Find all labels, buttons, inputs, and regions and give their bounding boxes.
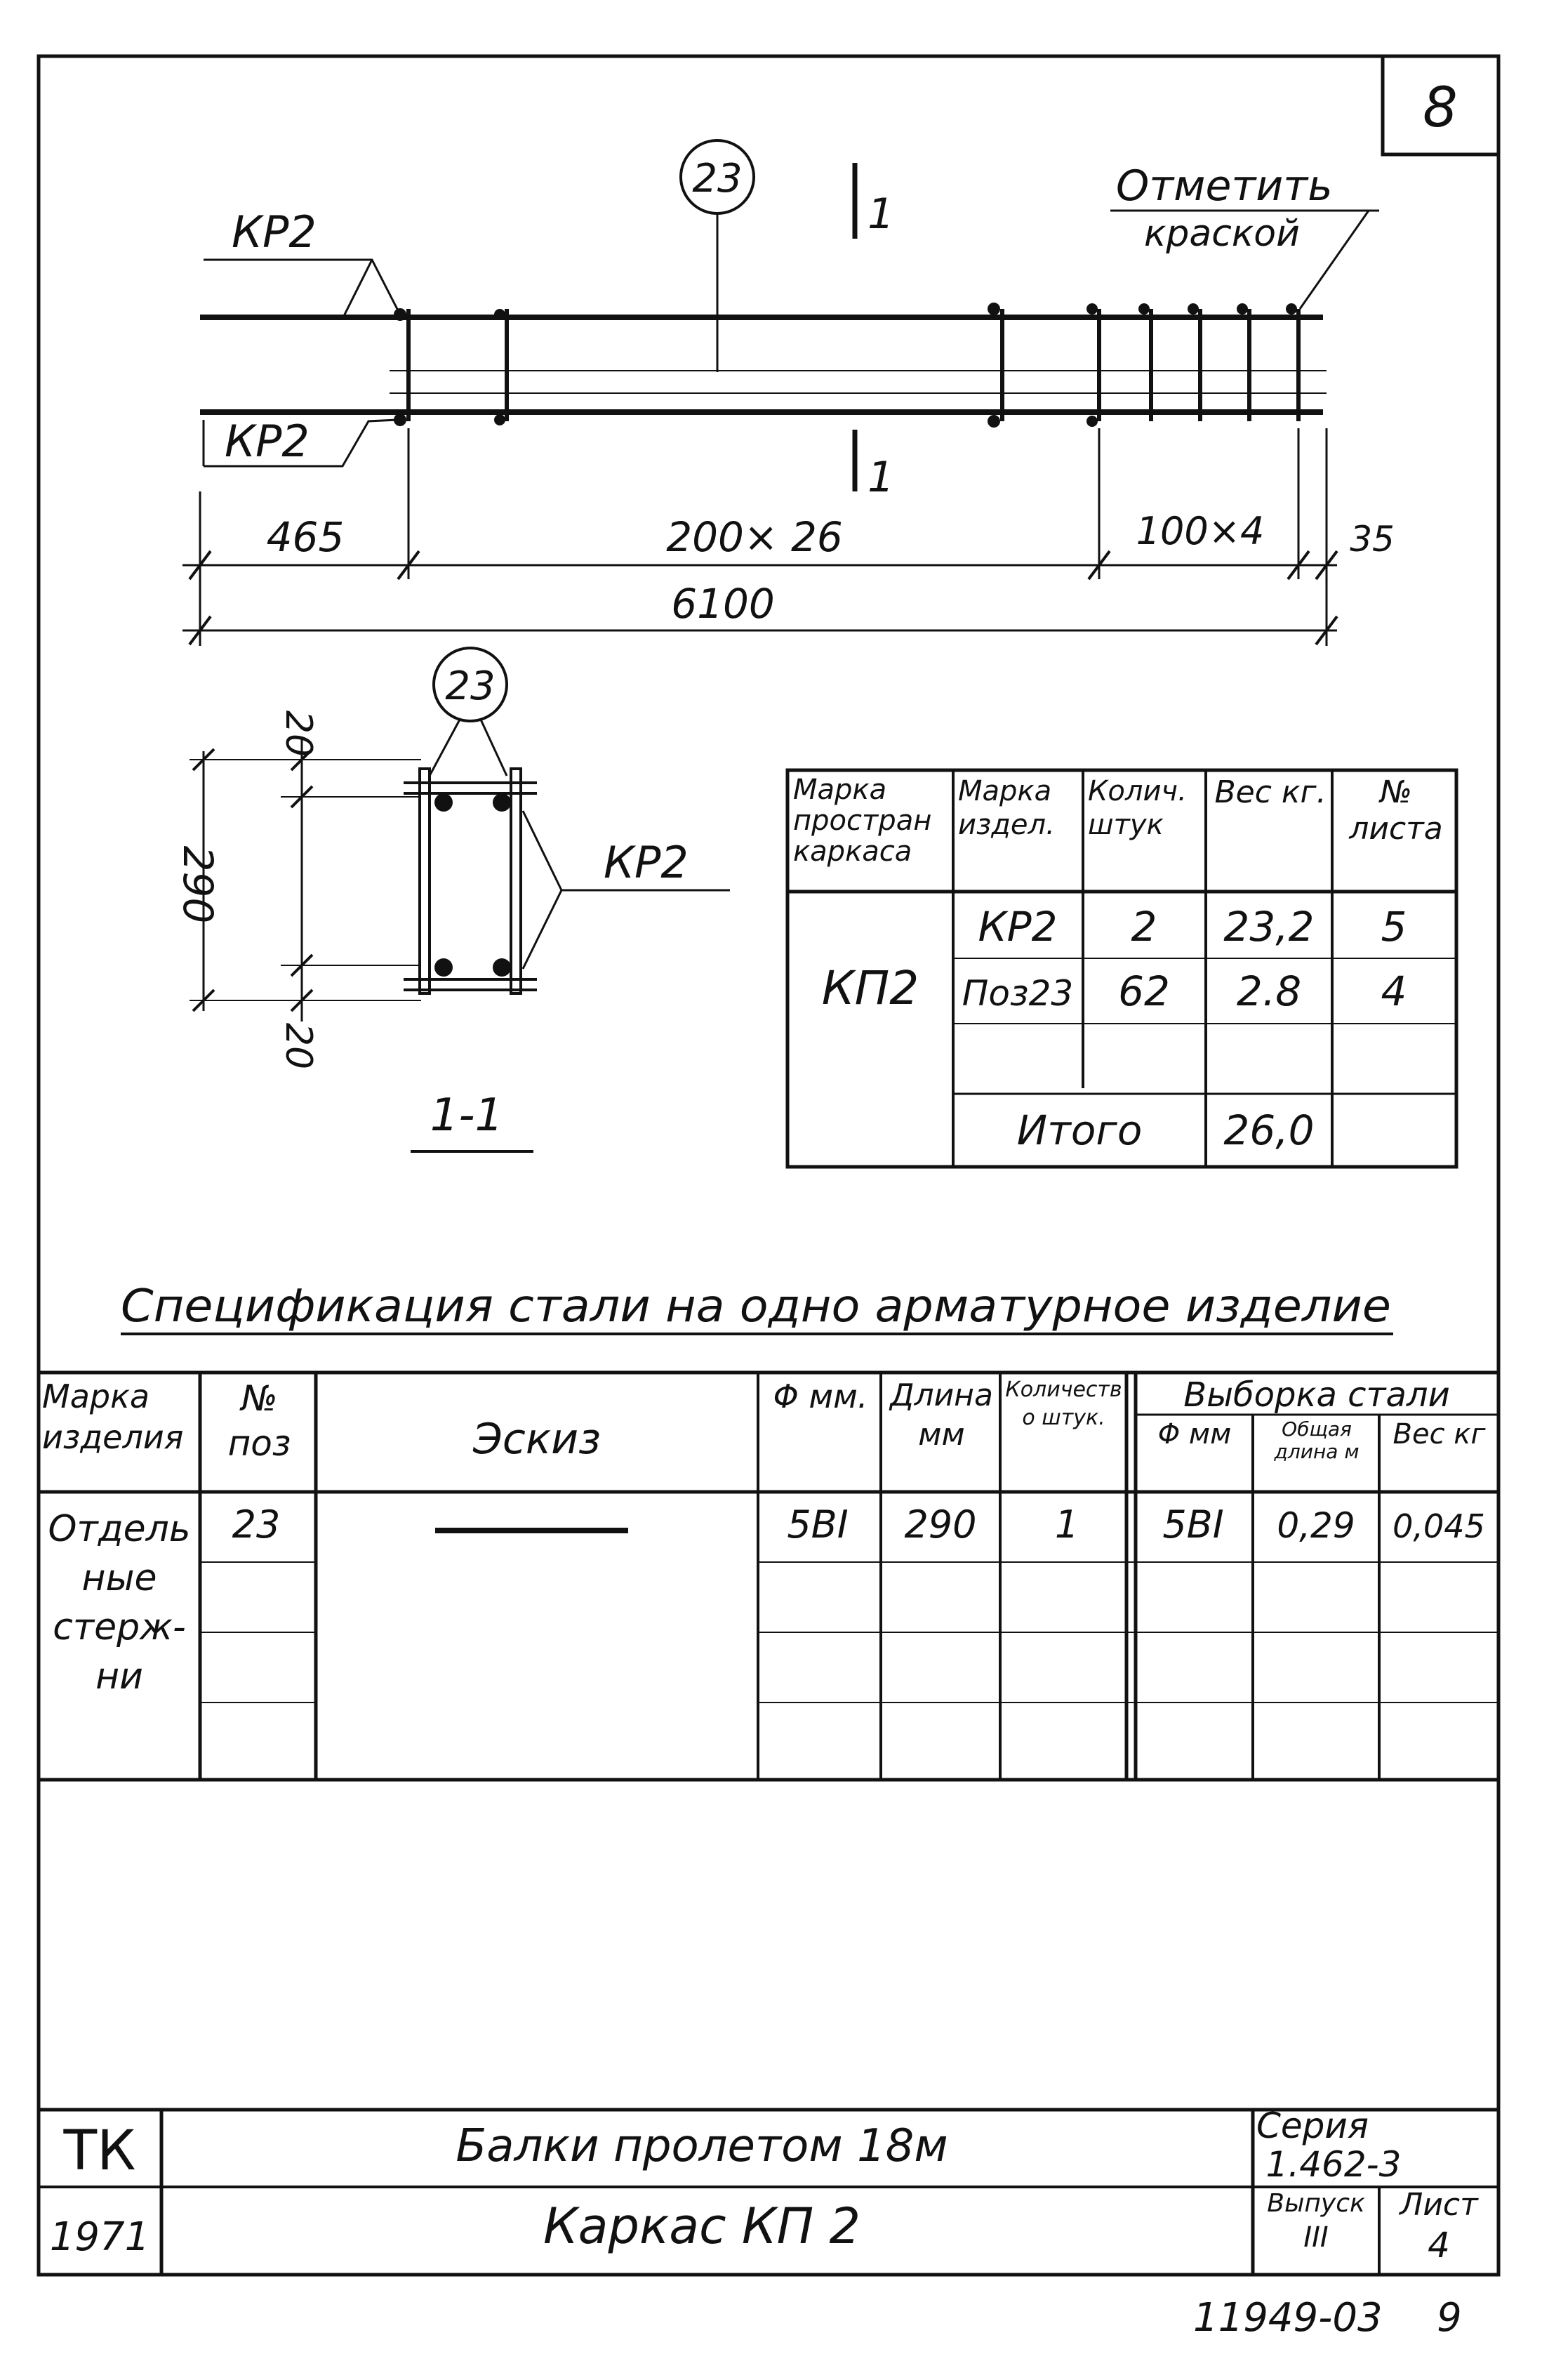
- issue-number: III: [1303, 2221, 1328, 2254]
- footer-page: 9: [1437, 2295, 1462, 2341]
- frame-table-row2-sheet: 4: [1381, 967, 1407, 1015]
- drawing-title-1: Балки пролетом 18м: [456, 2120, 948, 2172]
- spec-length: 290: [904, 1502, 976, 1547]
- frame-table-row1-item: КР2: [978, 903, 1057, 951]
- spec-header-qty: Количество штук.: [1005, 1377, 1122, 1430]
- frame-table-header-item-mark: Марка издел.: [958, 775, 1055, 841]
- section-top-offset: 20: [277, 710, 319, 757]
- spec-qty: 1: [1055, 1502, 1079, 1547]
- drawing-year: 1971: [50, 2214, 150, 2260]
- spec-header-pos: № поз: [227, 1378, 291, 1464]
- dim-total: 6100: [671, 580, 775, 628]
- footer-code: 11949-03: [1193, 2295, 1383, 2341]
- spec-header-dia: Φ мм.: [773, 1377, 868, 1415]
- frame-table-total-weight: 26,0: [1223, 1106, 1314, 1154]
- dim-right: 100×4: [1136, 509, 1265, 553]
- spec-header-length: Длина мм: [890, 1377, 993, 1453]
- spec-mark-line2: ные: [81, 1557, 157, 1599]
- spec-header-sel-wt: Вес кг: [1393, 1418, 1486, 1450]
- spec-header-mark: Марка изделия: [42, 1377, 184, 1456]
- section-height-dim: 290: [174, 846, 222, 924]
- drawing-title-2: Каркас КП 2: [543, 2197, 860, 2255]
- frame-table-header-weight: Вес кг.: [1214, 774, 1327, 810]
- spec-sel-wt: 0,045: [1393, 1507, 1485, 1545]
- frame-table-row1-qty: 2: [1131, 903, 1157, 951]
- cross-bars: [406, 309, 1301, 421]
- mark-label-top: КР2: [232, 206, 317, 258]
- frame-elevation: 23 КР2 КР2 1 1 Отметить краской: [200, 139, 1379, 502]
- spec-header-sel-dia: Φ мм: [1157, 1418, 1232, 1450]
- section-mark-bottom: 1: [868, 453, 894, 502]
- frame-table-row2-qty: 62: [1118, 967, 1170, 1015]
- spec-table: Марка изделия № поз Эскиз Φ мм. Длина мм…: [39, 1370, 1498, 1782]
- paint-note-line2: краской: [1144, 213, 1300, 255]
- dim-end: 35: [1350, 519, 1395, 560]
- section-position-label: 23: [445, 663, 495, 709]
- paint-note-line1: Отметить: [1116, 161, 1333, 211]
- elevation-dimensions: 465 200× 26 100×4 35 6100: [182, 428, 1395, 646]
- spec-mark-line3: стерж-: [53, 1606, 186, 1648]
- section-title: 1-1: [430, 1090, 504, 1142]
- spec-header-sel-len: Общая длина м: [1274, 1418, 1360, 1463]
- series-label: Серия: [1256, 2105, 1369, 2146]
- spec-sel-len: 0,29: [1277, 1505, 1355, 1546]
- spec-title: Спецификация стали на одно арматурное из…: [121, 1281, 1391, 1333]
- spec-mark-line4: ни: [95, 1655, 143, 1698]
- section-1-1: 23 КР2: [174, 647, 730, 1153]
- sheet-number-box: 8: [1381, 54, 1501, 157]
- frame-table-total-label: Итого: [1017, 1106, 1143, 1154]
- frame-table-row2-item: Поз23: [962, 973, 1073, 1014]
- spec-pos: 23: [232, 1502, 281, 1547]
- weld-dots: [394, 303, 1297, 428]
- org-code: ТК: [62, 2120, 135, 2183]
- dim-middle: 200× 26: [666, 513, 843, 561]
- position-bubble-label: 23: [692, 156, 742, 201]
- frame-table-header-qty: Колич. штук: [1088, 775, 1187, 841]
- sheet-number: 8: [1423, 77, 1458, 140]
- frame-table-row1-sheet: 5: [1381, 903, 1407, 951]
- title-block: ТК 1971 Балки пролетом 18м Каркас КП 2 С…: [39, 2105, 1498, 2275]
- sheet-frame: [36, 54, 1501, 2277]
- title-block-sheet-number: 4: [1428, 2225, 1450, 2266]
- spec-header-selection: Выборка стали: [1183, 1375, 1450, 1415]
- issue-label: Выпуск: [1267, 2189, 1365, 2218]
- sheet-label: Лист: [1398, 2187, 1479, 2223]
- section-position-bubble: [432, 647, 508, 722]
- spec-header-sketch: Эскиз: [472, 1415, 601, 1464]
- frame-table-header-sheet: № листа: [1349, 774, 1443, 847]
- frame-table: Марка простран каркаса Марка издел. Коли…: [785, 768, 1458, 1169]
- frame-table-header-frame-mark: Марка простран каркаса: [793, 774, 932, 868]
- frame-table-frame-mark: КП2: [822, 961, 919, 1015]
- section-mark-top: 1: [868, 190, 894, 239]
- section-mark-label: КР2: [604, 837, 689, 888]
- frame-table-row1-weight: 23,2: [1223, 903, 1314, 951]
- frame-table-row2-weight: 2.8: [1237, 967, 1301, 1015]
- dim-left: 465: [267, 513, 345, 561]
- spec-dia: 5BI: [787, 1502, 848, 1547]
- section-bottom-offset: 20: [277, 1023, 319, 1069]
- spec-sel-dia: 5BI: [1162, 1502, 1223, 1547]
- mark-label-bottom: КР2: [225, 416, 310, 467]
- spec-mark-line1: Отдель: [48, 1508, 190, 1550]
- series-number: 1.462-3: [1266, 2144, 1402, 2185]
